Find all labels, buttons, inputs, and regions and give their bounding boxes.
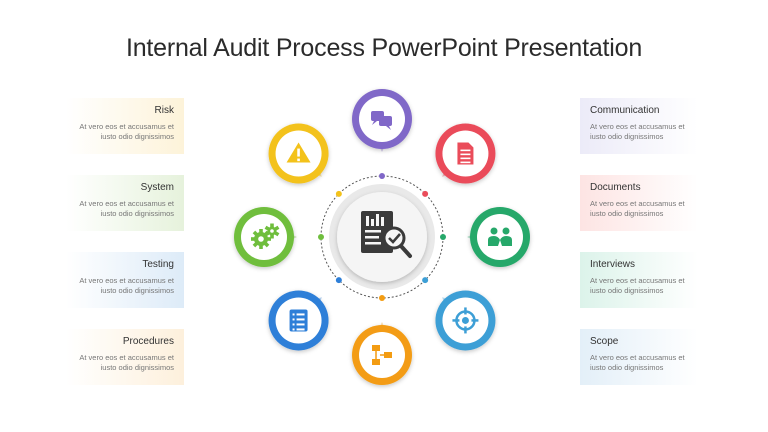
card-title: Communication [590,105,660,116]
card-description: At vero eos et accusamus et iusto odio d… [79,276,174,295]
page-title: Internal Audit Process PowerPoint Presen… [125,34,643,62]
card-title: System [140,182,174,193]
card-title: Interviews [590,259,636,270]
card-procedures: Procedures At vero eos et accusamus et i… [66,329,184,385]
card-title: Documents [590,182,641,193]
orbit-dot [379,173,385,179]
card-title: Testing [142,259,174,270]
node-checklist [268,290,329,351]
node-document [435,123,496,184]
nodes-layer [234,89,530,385]
document-icon [457,142,474,165]
target-icon [452,307,479,334]
handshake-people-icon [488,227,512,246]
card-description: At vero eos et accusamus et iusto odio d… [79,353,174,372]
node-gears [234,207,297,267]
chat-bubbles-icon [371,111,392,130]
node-handshake-people [467,207,530,267]
orbit-dot [422,190,429,197]
node-warning [268,123,329,184]
card-communication: Communication At vero eos et accusamus e… [580,98,698,154]
card-description: At vero eos et accusamus et iusto odio d… [590,353,685,372]
node-flowchart [352,322,412,385]
node-inner [477,214,523,260]
checklist-icon [289,309,308,332]
orbit-dot [318,234,324,240]
node-target [435,290,496,351]
card-description: At vero eos et accusamus et iusto odio d… [79,199,174,218]
orbit-dot [379,295,385,301]
gears-icon [251,223,280,249]
card-scope: Scope At vero eos et accusamus et iusto … [580,329,698,385]
orbit-dot [335,277,342,284]
card-description: At vero eos et accusamus et iusto odio d… [590,122,685,141]
card-documents: Documents At vero eos et accusamus et iu… [580,175,698,231]
card-testing: Testing At vero eos et accusamus et iust… [66,252,184,308]
card-title: Scope [590,336,619,347]
node-chat-bubbles [352,89,412,152]
orbit-dot [335,190,342,197]
warning-icon [286,142,311,163]
card-system: System At vero eos et accusamus et iusto… [66,175,184,231]
card-risk: Risk At vero eos et accusamus et iusto o… [66,98,184,154]
card-title: Procedures [122,336,174,347]
card-description: At vero eos et accusamus et iusto odio d… [79,122,174,141]
card-description: At vero eos et accusamus et iusto odio d… [590,199,685,218]
orbit-dot [422,277,429,284]
audit-report-magnifier-icon [361,211,412,258]
flowchart-icon [372,345,392,365]
card-title: Risk [154,105,174,116]
card-description: At vero eos et accusamus et iusto odio d… [590,276,685,295]
card-interviews: Interviews At vero eos et accusamus et i… [580,252,698,308]
orbit-dot [440,234,446,240]
